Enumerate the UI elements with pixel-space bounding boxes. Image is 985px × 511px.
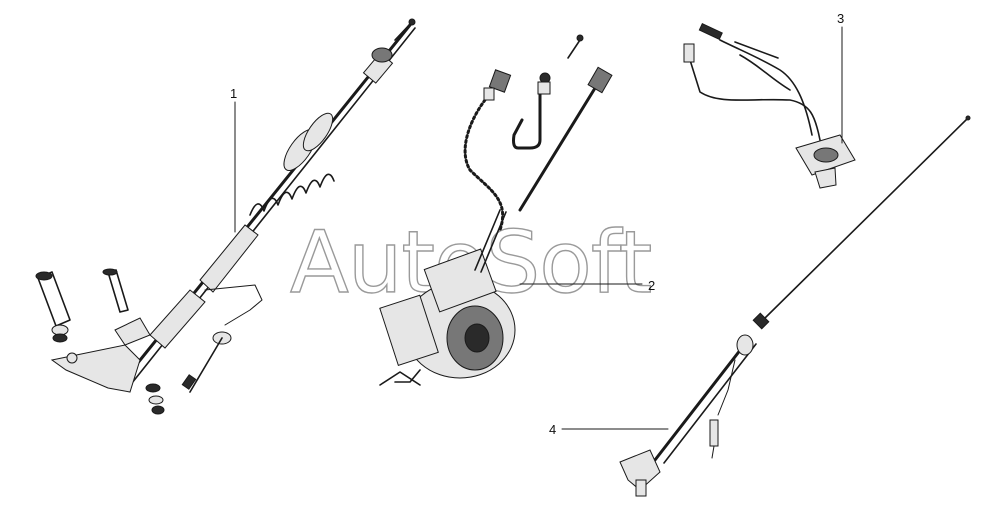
part-3-wiring-harness <box>683 22 856 189</box>
callout-4-label: 4 <box>549 422 556 437</box>
callout-4: 4 <box>549 422 669 437</box>
callout-1-label: 1 <box>230 86 237 101</box>
callout-1: 1 <box>230 86 237 233</box>
callout-3-label: 3 <box>837 11 844 26</box>
part-2-antenna-motor <box>379 34 613 386</box>
part-4-whip-antenna <box>619 115 971 497</box>
part-1-antenna-mast <box>35 18 416 415</box>
callout-2-label: 2 <box>648 278 655 293</box>
callout-3: 3 <box>837 11 844 144</box>
callout-2: 2 <box>519 278 655 293</box>
